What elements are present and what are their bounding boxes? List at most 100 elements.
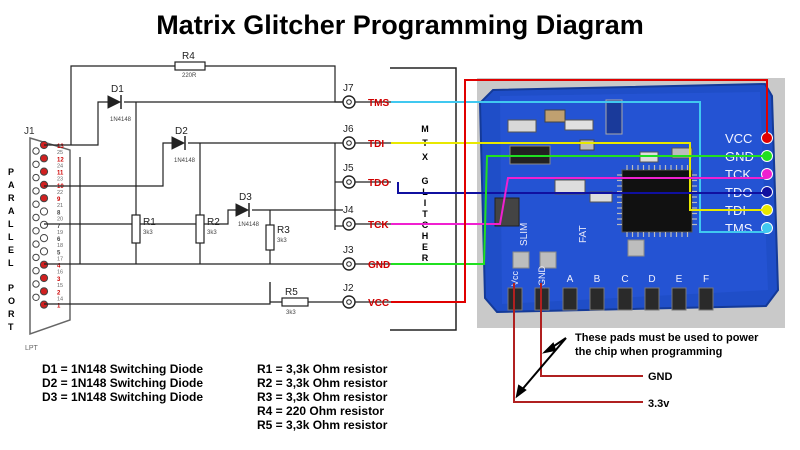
- port-pin: [39, 194, 49, 203]
- power-33v-label: 3.3v: [648, 398, 670, 410]
- port-pin-number: 21: [57, 203, 63, 209]
- pad-label: C: [621, 274, 628, 285]
- port-label-letter: L: [8, 258, 14, 268]
- port-label-letter: P: [8, 167, 14, 177]
- note-line-1: These pads must be used to power: [575, 332, 759, 344]
- legend-r3: R3 = 3,3k Ohm resistor: [257, 390, 388, 404]
- legend-r2: R2 = 3,3k Ohm resistor: [257, 376, 388, 390]
- glitcher-box: [390, 67, 457, 331]
- resistor-legend: R1 = 3,3k Ohm resistor R2 = 3,3k Ohm res…: [257, 362, 387, 432]
- port-pin-number: 22: [57, 190, 63, 196]
- jack-center: [346, 299, 352, 305]
- port-pin: [39, 180, 49, 189]
- board-pin-label: TCK: [725, 167, 751, 182]
- power-gnd-label: GND: [648, 371, 673, 383]
- port-pin: [39, 220, 49, 229]
- note-line-2: the chip when programming: [575, 346, 722, 358]
- port-pin-number: 13: [57, 144, 64, 150]
- jack-signal-label: TCK: [368, 220, 389, 231]
- diodes: [107, 95, 250, 217]
- pad-label: A: [567, 274, 574, 285]
- box-label-letter: E: [422, 242, 428, 252]
- jack-signal-label: TDO: [368, 178, 389, 189]
- port-pin: [32, 280, 40, 288]
- pad-label: F: [703, 274, 709, 285]
- port-pin: [39, 247, 49, 256]
- port-pin-number: 10: [57, 184, 64, 190]
- port-pin: [32, 173, 40, 182]
- note-arrows: [515, 337, 567, 399]
- port-label-letter: R: [8, 193, 15, 203]
- d2-part: 1N4148: [174, 158, 196, 164]
- port-pin-number: 1: [57, 304, 61, 310]
- pad-label: E: [676, 274, 683, 285]
- d3-part: 1N4148: [238, 222, 260, 228]
- port-label-letter: A: [8, 206, 15, 216]
- d2-name: D2: [175, 126, 188, 137]
- pad-label: B: [594, 274, 601, 285]
- port-pin-number: 7: [57, 224, 61, 230]
- port-pin-number: 23: [57, 177, 63, 183]
- port-pin-number: 12: [57, 157, 64, 163]
- pad-label: GND: [537, 266, 547, 287]
- signal-wires: [391, 79, 768, 403]
- jack-name: J2: [343, 283, 354, 294]
- jack-center: [346, 179, 352, 185]
- port-pin-number: 20: [57, 217, 63, 223]
- r3-value: 3k3: [277, 238, 287, 244]
- board-pad: [589, 287, 605, 311]
- port-label-letter: R: [8, 309, 15, 319]
- port-pin: [39, 273, 49, 283]
- r3-name: R3: [277, 225, 290, 236]
- legend-r4: R4 = 220 Ohm resistor: [257, 404, 385, 418]
- port-pin: [32, 253, 40, 262]
- board-pad: [698, 287, 714, 311]
- port-pin-number: 25: [57, 150, 63, 156]
- port-pin: [32, 200, 40, 208]
- port-pin: [32, 160, 40, 169]
- silk-fat: FAT: [578, 225, 589, 243]
- r1-value: 3k3: [143, 230, 153, 236]
- port-pin-number: 24: [57, 163, 63, 169]
- r2-name: R2: [207, 217, 220, 228]
- port-label-letter: T: [8, 322, 14, 332]
- schematic-wires: [44, 65, 343, 305]
- board-pin-dot: [761, 222, 773, 234]
- port-pin: [39, 154, 49, 163]
- port-pin-number: 18: [57, 243, 63, 249]
- port-pin-number: 4: [57, 264, 61, 270]
- port-pin: [32, 293, 40, 301]
- port-label-letter: P: [8, 283, 14, 293]
- port-pin: [39, 260, 49, 269]
- legend-d3: D3 = 1N148 Switching Diode: [42, 390, 204, 404]
- board-pin-label: VCC: [725, 131, 752, 146]
- box-label-letter: X: [422, 152, 428, 162]
- jack-signal-label: GND: [368, 260, 390, 271]
- port-pin: [32, 213, 40, 222]
- port-label-letter: O: [8, 296, 15, 306]
- connector-bottom-label: LPT: [25, 345, 39, 352]
- silk-slim: SLIM: [519, 223, 530, 246]
- port-pin-number: 6: [57, 237, 61, 243]
- port-pin-number: 2: [57, 290, 61, 296]
- port-pin-number: 16: [57, 270, 63, 276]
- port-pin: [32, 240, 40, 248]
- diagram-title: Matrix Glitcher Programming Diagram: [156, 10, 644, 40]
- port-pin: [39, 234, 49, 243]
- pad-label: D: [648, 274, 655, 285]
- port-pin-number: 3: [57, 277, 61, 283]
- port-label-letter: E: [8, 245, 14, 255]
- port-pin-number: 19: [57, 230, 63, 236]
- box-label-letter: H: [422, 231, 429, 241]
- legend-r5: R5 = 3,3k Ohm resistor: [257, 418, 388, 432]
- jack-signal-label: TMS: [368, 98, 389, 109]
- port-pin: [39, 287, 49, 296]
- jack-name: J4: [343, 205, 354, 216]
- port-pin: [32, 267, 40, 275]
- d1-part: 1N4148: [110, 117, 132, 123]
- jack-name: J7: [343, 83, 354, 94]
- port-pin-number: 15: [57, 283, 63, 289]
- box-label-letter: M: [421, 124, 429, 134]
